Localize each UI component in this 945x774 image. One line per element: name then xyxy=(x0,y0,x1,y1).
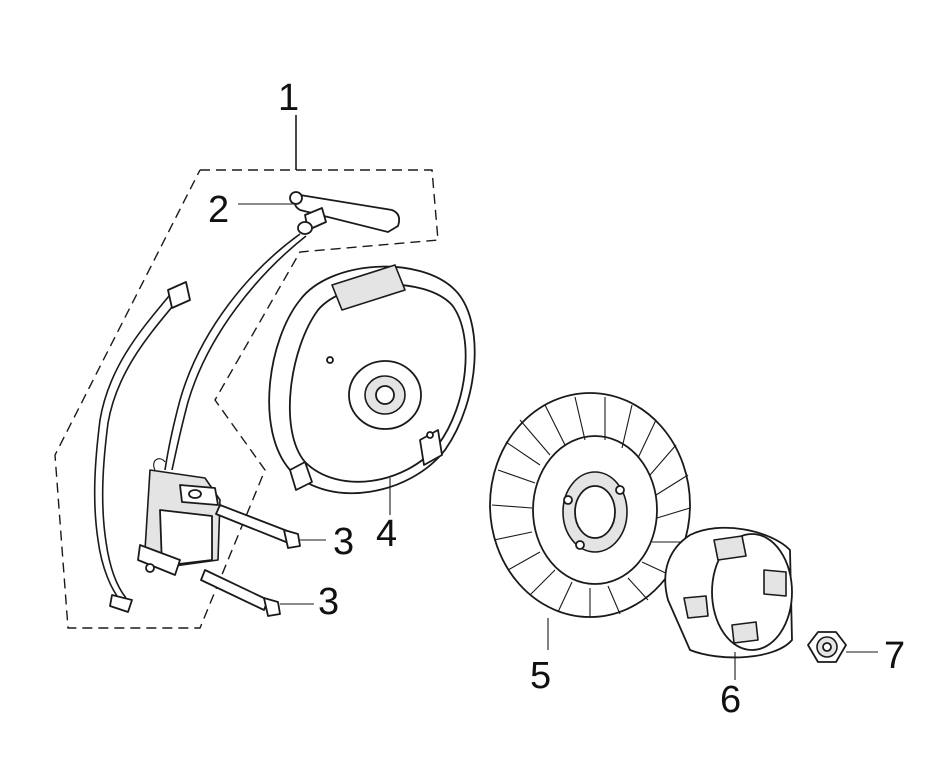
starter-cup xyxy=(664,526,793,680)
coil-bolt-upper xyxy=(215,504,326,549)
callout-5: 5 xyxy=(530,655,551,697)
flywheel-rotor xyxy=(268,264,476,515)
ground-wire xyxy=(93,281,191,613)
spark-plug-cap xyxy=(164,191,401,471)
ignition-assembly-boundary xyxy=(54,115,439,629)
callout-1: 1 xyxy=(278,77,299,119)
ignition-coil xyxy=(137,458,221,576)
flywheel-nut xyxy=(807,631,878,663)
callout-2: 2 xyxy=(208,189,229,231)
coil-bolt-lower xyxy=(200,569,314,617)
cooling-fan xyxy=(489,392,691,650)
callout-7: 7 xyxy=(884,635,905,677)
callout-3-upper: 3 xyxy=(333,521,354,563)
callout-6: 6 xyxy=(720,679,741,721)
callout-3-lower: 3 xyxy=(318,581,339,623)
callout-4: 4 xyxy=(376,513,397,555)
